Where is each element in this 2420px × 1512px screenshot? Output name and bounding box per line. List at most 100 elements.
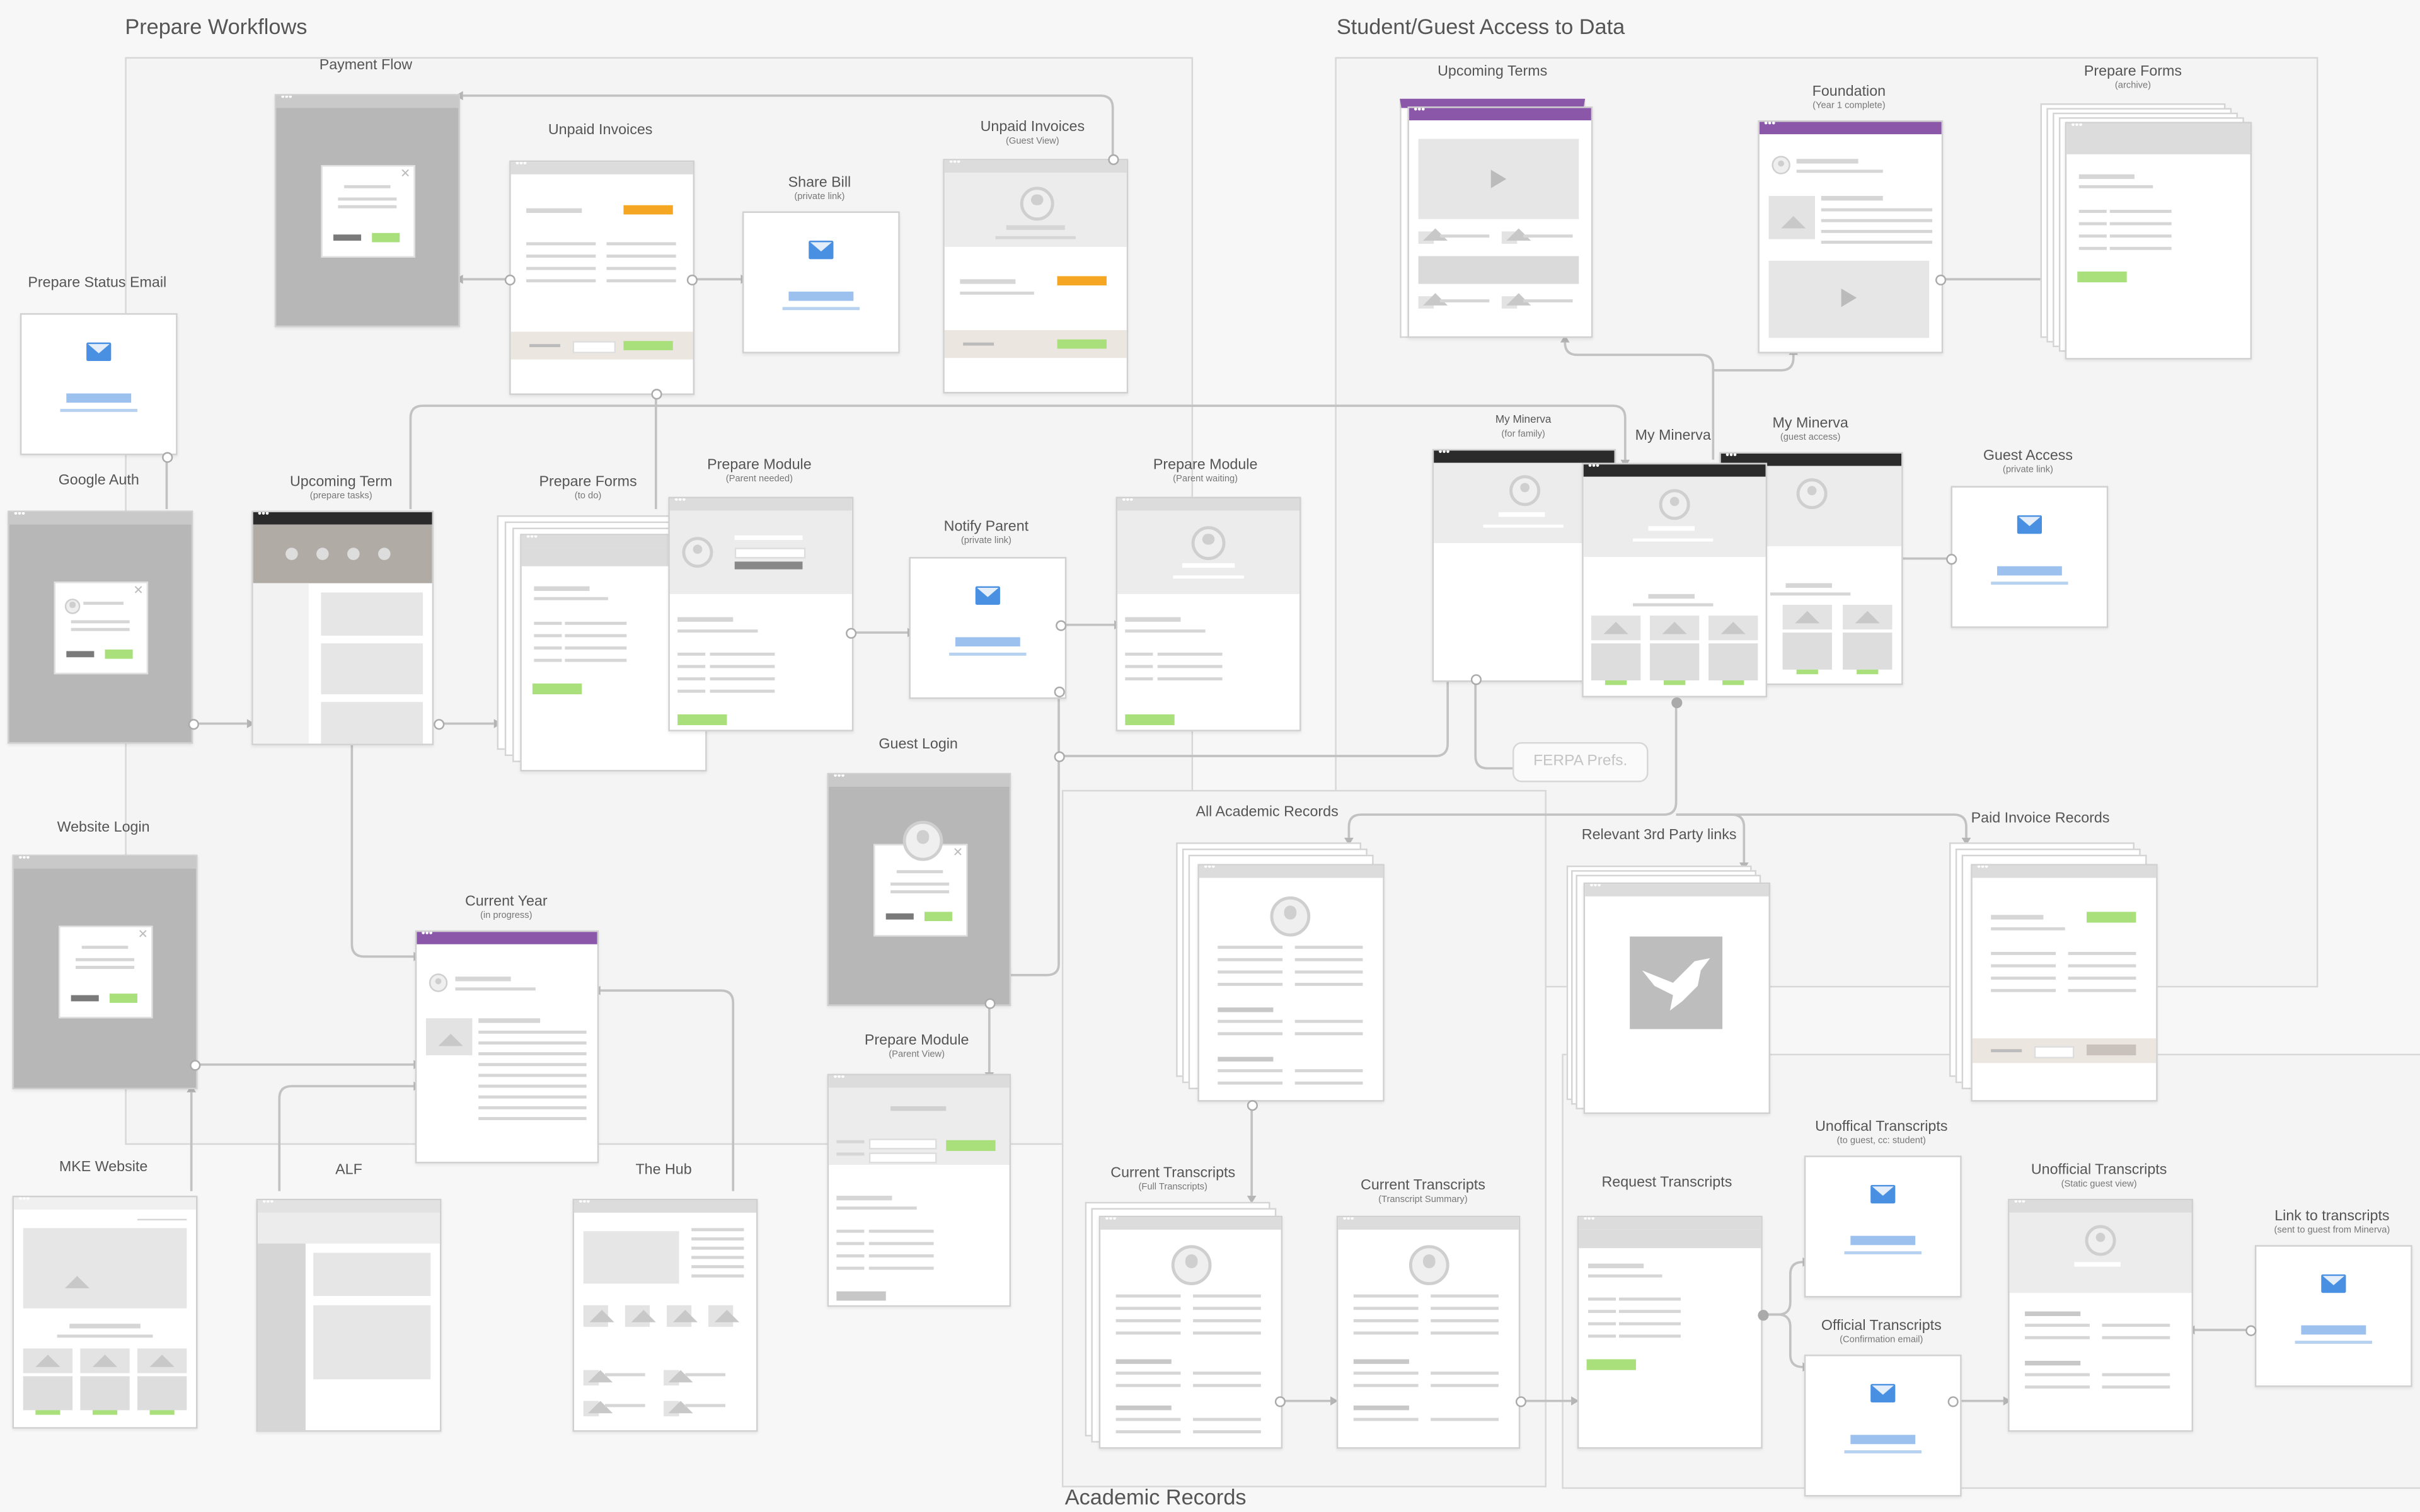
connector-dot — [434, 719, 445, 730]
label-current-transcripts-summary: Current Transcripts(Transcript Summary) — [1361, 1177, 1485, 1205]
label-relevant-3rd-party: Relevant 3rd Party links — [1581, 827, 1737, 844]
prepare-forms-archive-stack[interactable] — [2040, 103, 2252, 360]
foundation-screen[interactable] — [1758, 120, 1944, 353]
unpaid-invoices-guest-screen[interactable] — [943, 159, 1129, 394]
connector — [350, 743, 414, 958]
label-current-transcripts-full: Current Transcripts(Full Transcripts) — [1110, 1164, 1236, 1193]
current-transcripts-full-stack[interactable] — [1085, 1201, 1283, 1449]
connector — [409, 393, 657, 510]
prepare-module-parent-needed[interactable] — [668, 496, 854, 731]
share-bill-email[interactable] — [742, 211, 900, 353]
bird-logo-icon — [1642, 958, 1710, 1011]
connector-dot — [1515, 1396, 1527, 1407]
label-share-bill: Share Bill(private link) — [788, 174, 851, 202]
my-minerva-screen[interactable] — [1582, 462, 1768, 697]
guest-access-email[interactable] — [1950, 486, 2109, 628]
connector-dot — [1054, 686, 1065, 697]
connector-dot — [1758, 1310, 1769, 1321]
prepare-status-email[interactable] — [20, 313, 178, 455]
label-google-auth: Google Auth — [58, 472, 139, 490]
all-academic-records-stack[interactable] — [1176, 842, 1385, 1102]
google-auth-screen[interactable]: ✕ — [8, 510, 193, 744]
label-guest-login: Guest Login — [879, 736, 958, 753]
guest-login-screen[interactable]: ✕ — [827, 772, 1011, 1006]
arrowhead — [1344, 837, 1354, 846]
label-my-minerva-guest: My Minerva(guest access) — [1772, 415, 1848, 443]
connector — [1011, 691, 1060, 976]
the-hub-screen[interactable] — [572, 1198, 758, 1432]
label-website-login: Website Login — [57, 819, 150, 837]
connector — [1474, 679, 1513, 770]
label-my-minerva-family: My Minerva(for family) — [1495, 415, 1552, 440]
label-link-to-transcripts: Link to transcripts(sent to guest from M… — [2274, 1208, 2390, 1236]
label-prepare-forms-todo: Prepare Forms(to do) — [539, 473, 637, 501]
upcoming-terms-stack[interactable] — [1400, 98, 1593, 338]
arrowhead — [1330, 1396, 1339, 1406]
connector-dot — [162, 452, 173, 463]
connector — [1059, 682, 1449, 757]
section-title-prepare-workflows: Prepare Workflows — [125, 14, 308, 39]
label-mke-website: MKE Website — [59, 1159, 148, 1176]
label-prepare-module-parent-needed: Prepare Module(Parent needed) — [707, 456, 812, 484]
connector-dot — [190, 1060, 201, 1071]
connector-dot — [1947, 1396, 1959, 1407]
label-prepare-status-email: Prepare Status Email — [28, 274, 167, 292]
label-upcoming-terms: Upcoming Terms — [1438, 63, 1548, 81]
connector — [278, 1085, 414, 1191]
label-unpaid-invoices-guest: Unpaid Invoices(Guest View) — [980, 118, 1085, 147]
prepare-module-parent-view[interactable] — [827, 1074, 1011, 1307]
connector — [1676, 813, 1968, 843]
label-paid-invoice-records: Paid Invoice Records — [1971, 810, 2110, 827]
connector-dot — [1274, 1396, 1286, 1407]
alf-screen[interactable] — [256, 1198, 442, 1432]
connector-dot — [846, 627, 857, 639]
ferpa-prefs-box[interactable]: FERPA Prefs. — [1512, 742, 1649, 782]
connector — [463, 94, 1114, 159]
label-prepare-module-parent-view: Prepare Module(Parent View) — [864, 1032, 969, 1060]
unpaid-invoices-screen[interactable] — [509, 160, 695, 395]
label-upcoming-term: Upcoming Term(prepare tasks) — [289, 473, 393, 501]
connector-dot — [504, 274, 516, 286]
payment-flow-screen[interactable]: ✕ — [274, 94, 460, 328]
notify-parent-email[interactable] — [909, 557, 1067, 699]
label-the-hub: The Hub — [635, 1162, 692, 1179]
connector-dot — [1056, 620, 1067, 631]
official-transcripts-email[interactable] — [1804, 1354, 1962, 1497]
current-transcripts-summary[interactable] — [1336, 1215, 1521, 1449]
label-current-year: Current Year(in progress) — [464, 893, 548, 922]
current-year-screen[interactable] — [415, 930, 599, 1164]
connector — [1762, 1261, 1803, 1316]
label-unpaid-invoices: Unpaid Invoices — [548, 122, 653, 139]
connector-dot — [1946, 554, 1957, 565]
label-official-transcripts: Official Transcripts(Confirmation email) — [1821, 1317, 1942, 1346]
link-to-transcripts-email[interactable] — [2254, 1245, 2412, 1387]
label-my-minerva: My Minerva — [1635, 427, 1711, 445]
website-login-screen[interactable]: ✕ — [12, 854, 198, 1089]
label-prepare-module-parent-waiting: Prepare Module(Parent waiting) — [1153, 456, 1258, 484]
connector — [600, 989, 735, 1191]
section-title-academic-records: Academic Records — [1064, 1484, 1247, 1509]
connector — [1564, 342, 1715, 460]
connector-dot — [686, 274, 698, 286]
unofficial-transcripts-static[interactable] — [2008, 1198, 2194, 1432]
label-foundation: Foundation(Year 1 complete) — [1812, 83, 1886, 112]
mke-website-screen[interactable] — [12, 1195, 198, 1429]
connector — [655, 404, 1627, 463]
connector — [1347, 702, 1678, 843]
connector-dot — [1671, 697, 1683, 709]
arrowhead — [1247, 1195, 1257, 1204]
paid-invoice-records-stack[interactable] — [1949, 842, 2158, 1102]
request-transcripts-screen[interactable] — [1577, 1215, 1763, 1449]
connector-dot — [1054, 751, 1065, 762]
relevant-3rd-party-stack[interactable] — [1566, 865, 1770, 1114]
unofficial-transcripts-email[interactable] — [1804, 1155, 1962, 1298]
label-unofficial-transcripts-email: Unoffical Transcripts(to guest, cc: stud… — [1815, 1118, 1948, 1147]
connector-dot — [1470, 674, 1482, 685]
label-prepare-forms-archive: Prepare Forms(archive) — [2083, 63, 2182, 91]
upcoming-term-screen[interactable] — [251, 510, 434, 745]
arrowhead — [1560, 335, 1570, 343]
prepare-module-parent-waiting[interactable] — [1115, 496, 1301, 731]
connector-dot — [1935, 274, 1947, 286]
arrowhead — [1571, 1396, 1579, 1406]
